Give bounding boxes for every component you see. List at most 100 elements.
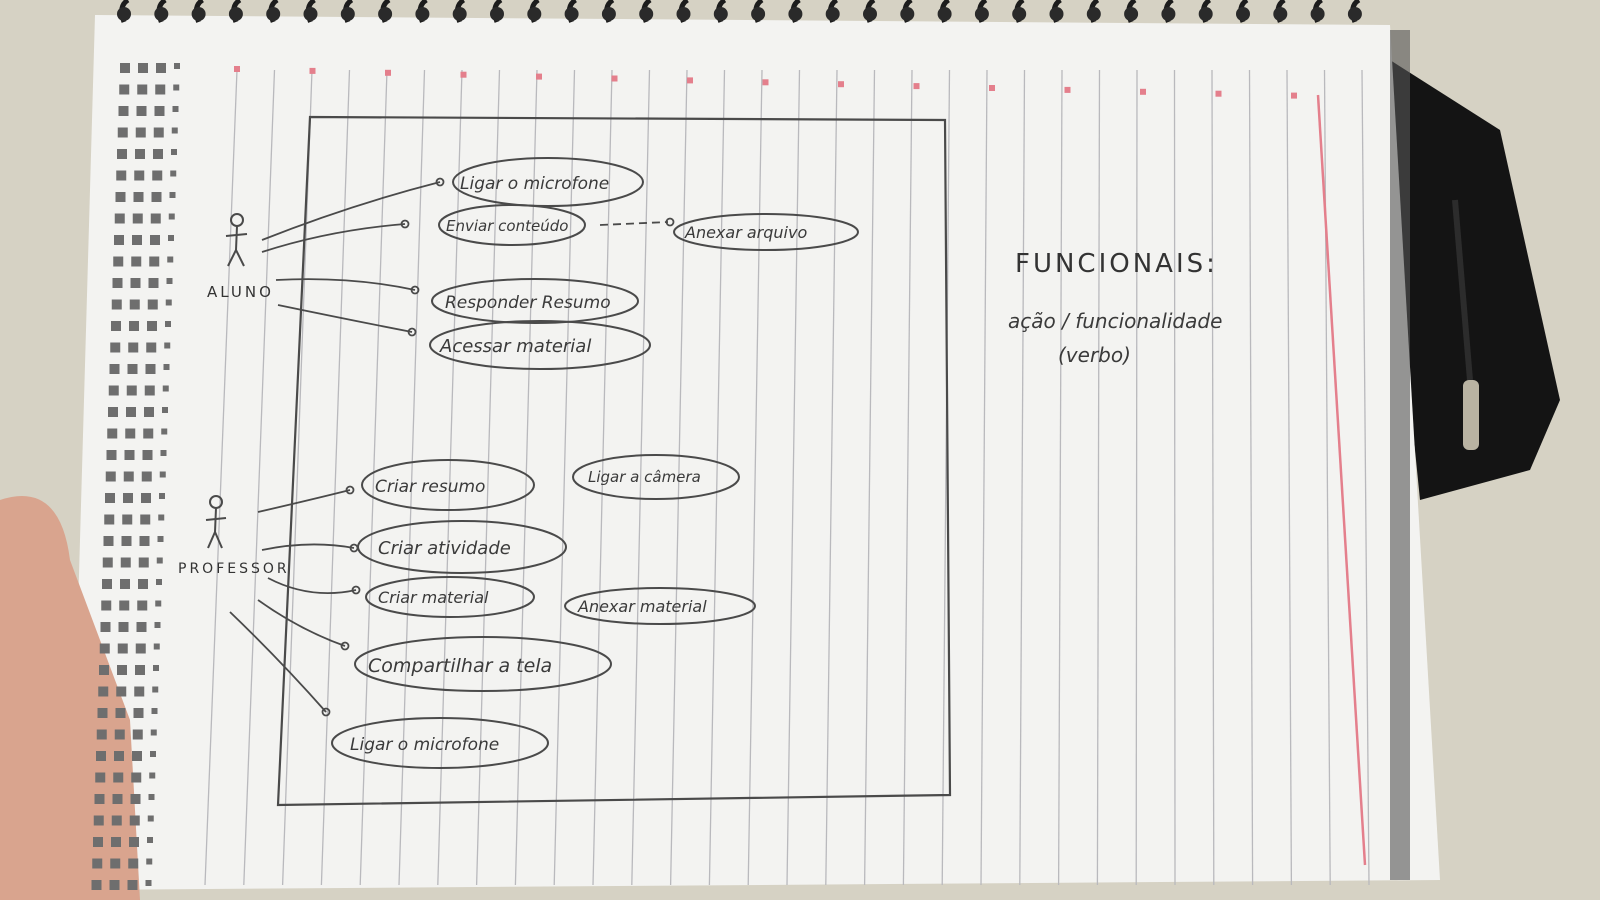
notes-line-2: (verbo) bbox=[1058, 343, 1131, 367]
perforation-hole bbox=[117, 643, 128, 654]
perforation-hole bbox=[109, 880, 120, 890]
association-line bbox=[257, 599, 346, 647]
perforation-hole bbox=[168, 213, 175, 220]
spiral-hole bbox=[639, 7, 654, 21]
association-end-icon bbox=[400, 219, 410, 229]
perforation-hole bbox=[132, 213, 143, 224]
perforation-hole bbox=[132, 729, 143, 740]
perforation-hole bbox=[93, 837, 103, 847]
perforation-hole bbox=[127, 880, 138, 890]
spiral-hole bbox=[1049, 7, 1064, 21]
perforation-hole bbox=[110, 858, 121, 869]
perforation-hole bbox=[129, 299, 140, 310]
spiral-hole bbox=[900, 7, 915, 21]
perforation-hole bbox=[148, 278, 159, 288]
spiral-hole bbox=[490, 7, 504, 21]
perforation-hole bbox=[174, 63, 180, 69]
perforation-hole bbox=[146, 342, 157, 353]
perforation-hole bbox=[123, 471, 134, 482]
use-case-label: Acessar material bbox=[439, 336, 591, 357]
perforation-hole bbox=[111, 299, 122, 310]
zipper-track bbox=[1452, 199, 1473, 381]
perforation-hole bbox=[105, 493, 115, 503]
perforation-hole bbox=[120, 63, 130, 73]
perforation-hole bbox=[135, 643, 146, 654]
perforation-hole bbox=[159, 471, 166, 478]
ruled-line bbox=[941, 69, 951, 886]
use-case-criar-resumo: Criar resumo bbox=[361, 459, 535, 511]
ruled-line bbox=[863, 69, 876, 886]
margin-tick bbox=[536, 73, 542, 80]
perforation-hole bbox=[138, 579, 148, 589]
ruled-line bbox=[902, 69, 913, 886]
perforation-hole bbox=[147, 815, 154, 822]
perforation-hole bbox=[117, 665, 127, 675]
perforation-hole bbox=[173, 84, 180, 91]
perforation-hole bbox=[116, 170, 127, 181]
notes-title: FUNCIONAIS: bbox=[1015, 249, 1218, 279]
perforation-hole bbox=[114, 235, 124, 245]
perforation-hole bbox=[133, 708, 144, 718]
perforation-hole bbox=[108, 407, 118, 417]
perforation-hole bbox=[165, 321, 171, 327]
spiral-hole bbox=[676, 7, 691, 21]
use-case-label: Criar atividade bbox=[378, 538, 511, 559]
perforation-hole bbox=[163, 364, 170, 370]
margin-tick bbox=[838, 81, 844, 88]
use-case-ligar-microfone-professor: Ligar o microfone bbox=[331, 717, 549, 769]
perforation-hole bbox=[104, 514, 115, 525]
perforation-hole bbox=[130, 278, 141, 288]
ruled-line bbox=[359, 69, 388, 886]
perforation-holes bbox=[91, 63, 180, 890]
perforation-hole bbox=[150, 729, 157, 736]
perforation-hole bbox=[166, 278, 173, 284]
use-case-ligar-camera: Ligar a câmera bbox=[572, 454, 740, 500]
spiral-hole bbox=[751, 7, 766, 21]
perforation-hole bbox=[159, 493, 165, 499]
margin-tick bbox=[460, 71, 467, 78]
perforation-hole bbox=[95, 772, 106, 783]
perforation-hole bbox=[153, 665, 159, 671]
perforation-hole bbox=[131, 772, 142, 783]
perforation-hole bbox=[151, 192, 162, 202]
association-line bbox=[267, 577, 357, 595]
perforation-hole bbox=[156, 579, 162, 585]
ruled-line bbox=[281, 69, 313, 886]
pencil-case bbox=[1390, 60, 1560, 500]
association-end-icon bbox=[351, 585, 361, 595]
margin-tick bbox=[687, 77, 693, 84]
perforation-hole bbox=[141, 471, 152, 482]
use-case-label: Responder Resumo bbox=[445, 293, 611, 313]
perforation-hole bbox=[99, 643, 110, 654]
perforation-hole bbox=[156, 63, 166, 73]
association-end-icon bbox=[407, 327, 417, 337]
spiral-hole bbox=[1124, 7, 1139, 21]
perforation-hole bbox=[128, 858, 139, 869]
margin-tick bbox=[1140, 88, 1146, 95]
perforation-hole bbox=[99, 665, 109, 675]
use-case-label: Ligar a câmera bbox=[588, 468, 701, 486]
actor-professor: PROFESSOR bbox=[178, 495, 287, 577]
perforation-hole bbox=[144, 385, 155, 396]
ruled-line bbox=[398, 69, 426, 886]
margin-tick bbox=[309, 67, 316, 74]
perforation-hole bbox=[138, 557, 149, 568]
perforation-hole bbox=[139, 536, 150, 546]
perforation-hole bbox=[155, 600, 162, 607]
perforation-hole bbox=[121, 536, 132, 546]
ruled-line bbox=[320, 69, 351, 886]
ruled-line bbox=[437, 69, 463, 886]
perforation-hole bbox=[165, 299, 172, 306]
perforation-hole bbox=[118, 622, 129, 632]
perforation-hole bbox=[111, 321, 121, 331]
perforation-hole bbox=[155, 84, 166, 95]
perforation-hole bbox=[151, 708, 158, 714]
perforation-hole bbox=[100, 622, 111, 632]
association-line bbox=[261, 543, 355, 551]
spiral-hole bbox=[1310, 7, 1325, 21]
perforation-hole bbox=[116, 686, 127, 697]
margin-ticks bbox=[234, 66, 1297, 99]
perforation-hole bbox=[149, 772, 156, 779]
spiral-hole bbox=[937, 7, 952, 21]
